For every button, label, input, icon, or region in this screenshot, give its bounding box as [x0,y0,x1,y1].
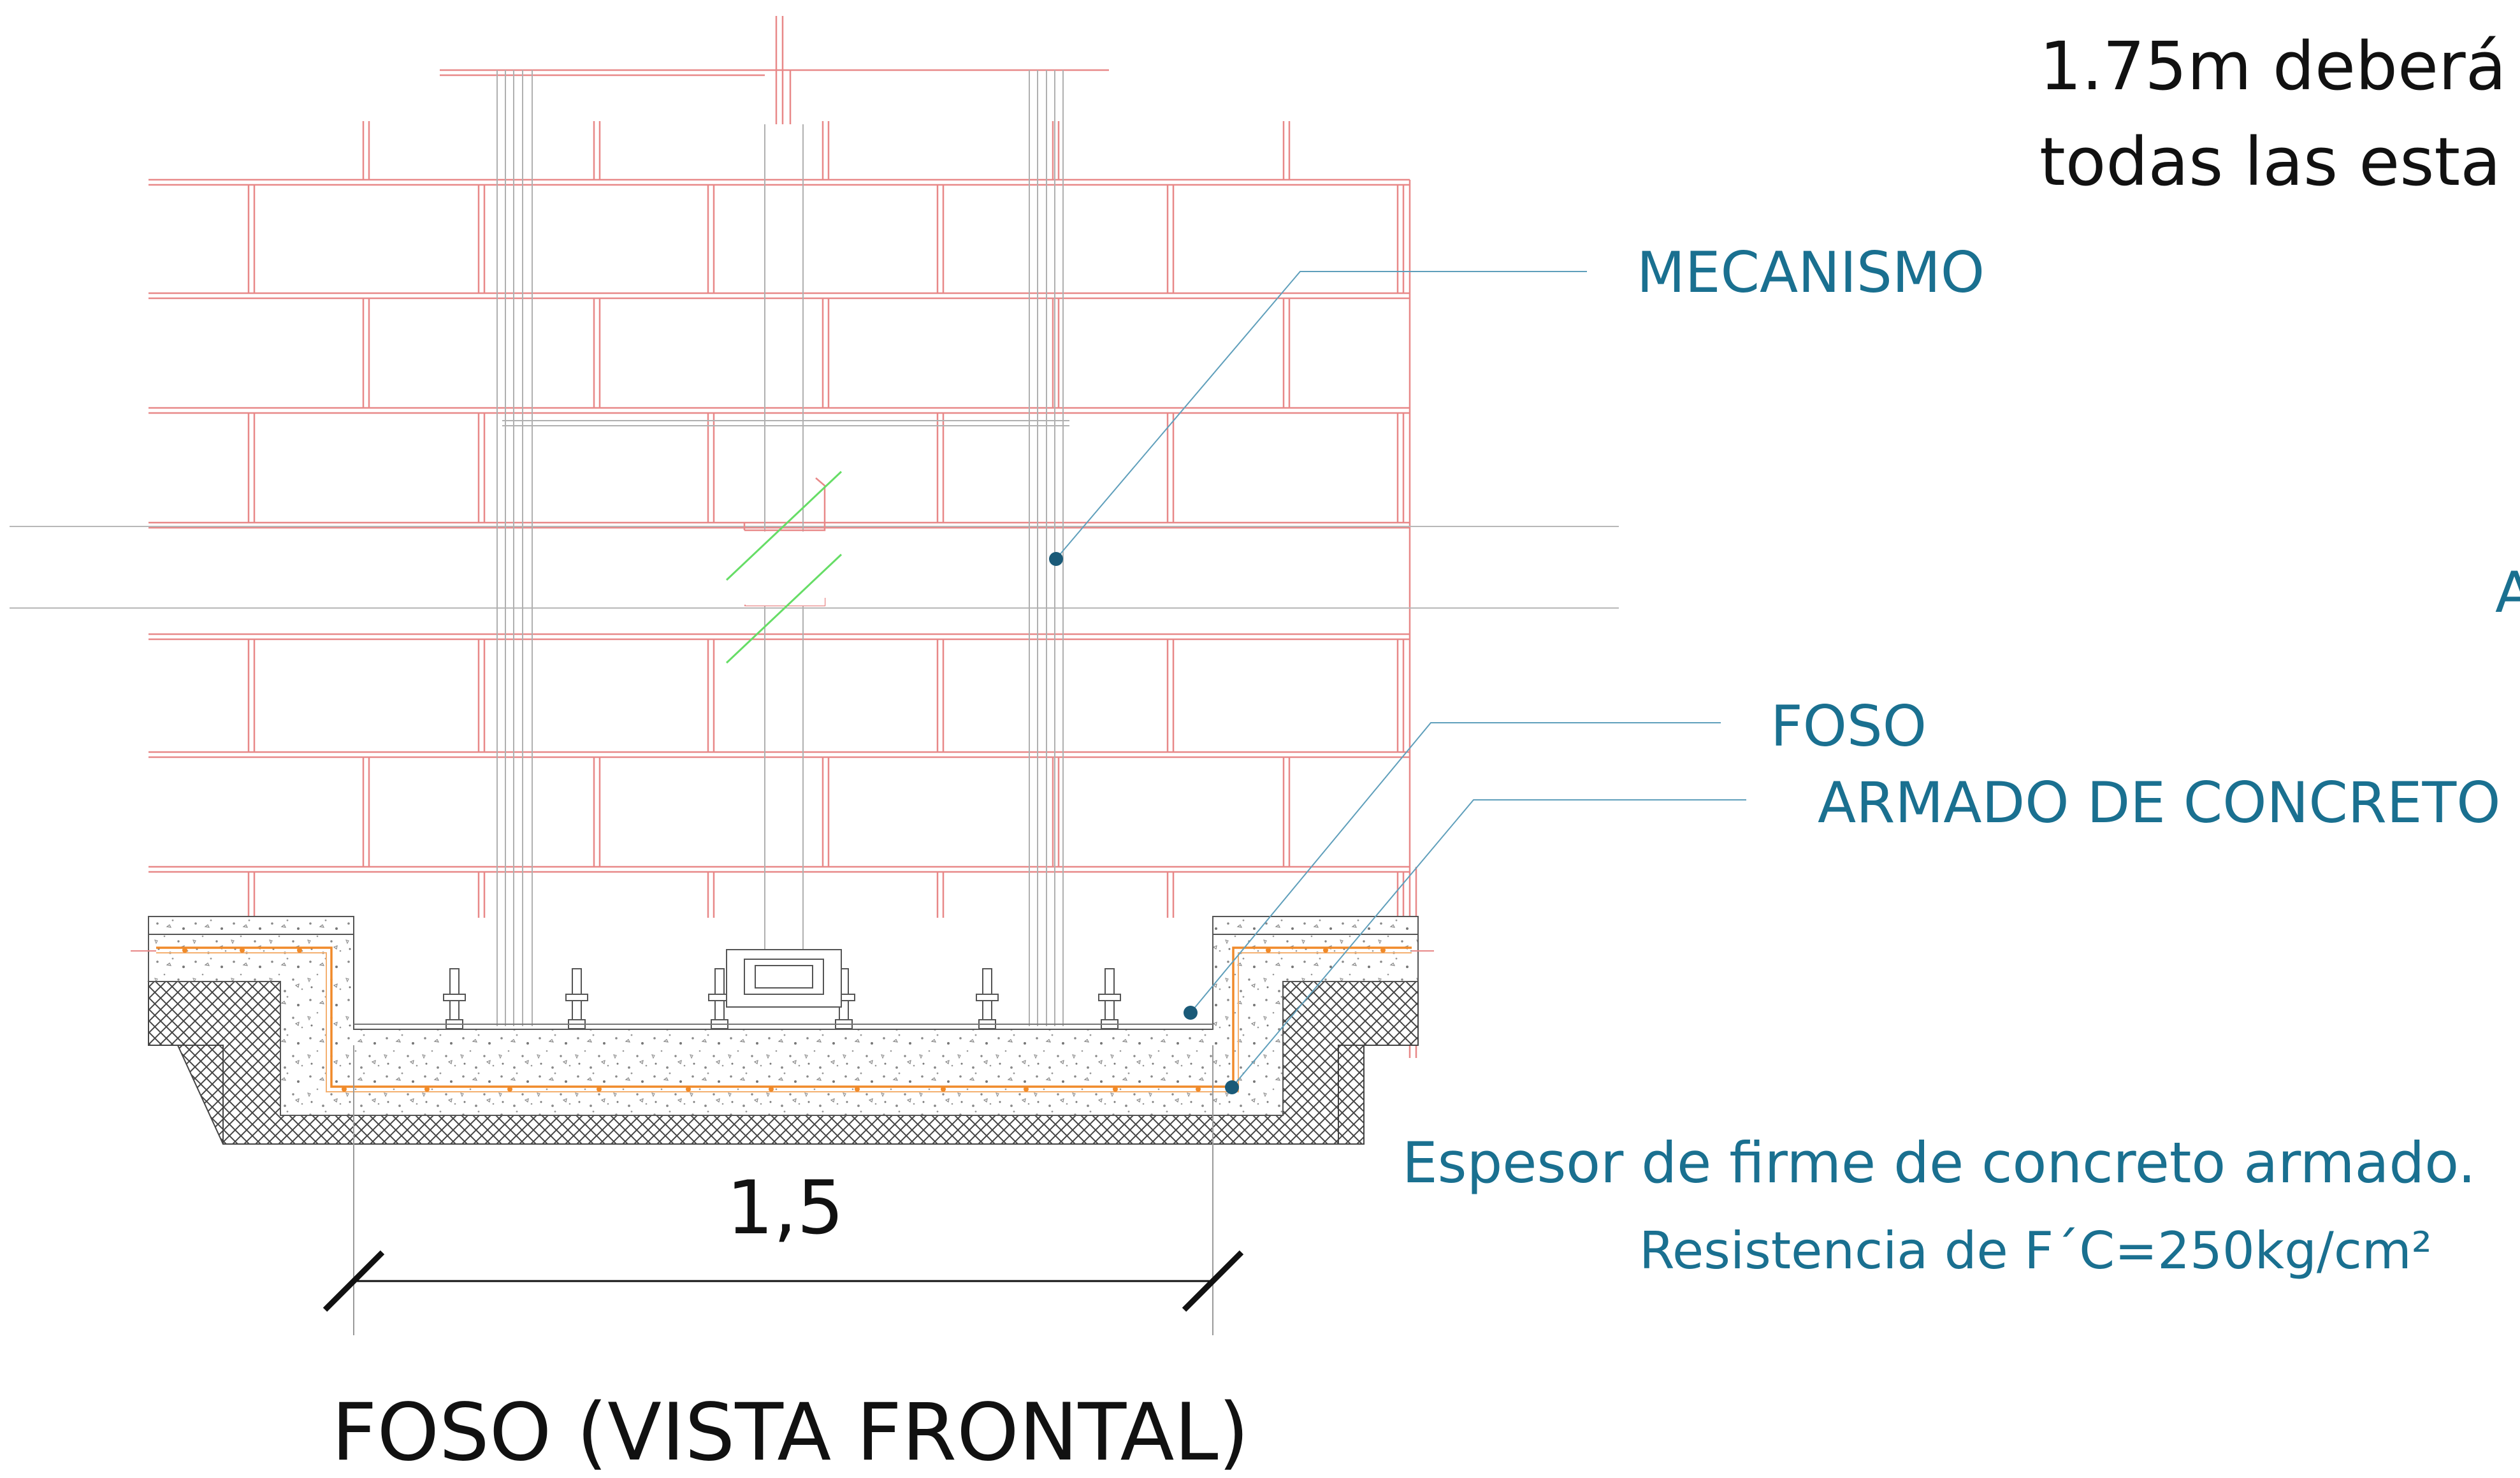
resistencia-label: Resistencia de F´C=250kg/cm² [1639,1221,2432,1280]
section-cut-lines [10,526,1619,609]
mecanismo-label: MECANISMO [1637,240,1985,305]
foso-label: FOSO [1771,693,1927,759]
leader-dots [1049,552,1239,1094]
armado-label: ARMADO DE CONCRETO [1818,770,2501,836]
note-line-1: 1.75m deberá [2039,27,2506,105]
dimension-line [322,1045,1244,1335]
break-symbol [725,470,843,664]
guide-rails [496,70,1069,1026]
anchor-bolts [443,949,1121,1029]
leader-lines [1055,271,1746,1088]
rebar-dots [182,948,1386,1092]
pit-section [131,916,1434,1145]
espesor-label: Espesor de firme de concreto armado. [1402,1130,2476,1196]
note-line-2: todas las esta [2039,123,2501,201]
dimension-value: 1,5 [727,1165,844,1251]
drawing-title: FOSO (VISTA FRONTAL) [331,1387,1249,1478]
cut-letter-label: A [2495,560,2520,625]
